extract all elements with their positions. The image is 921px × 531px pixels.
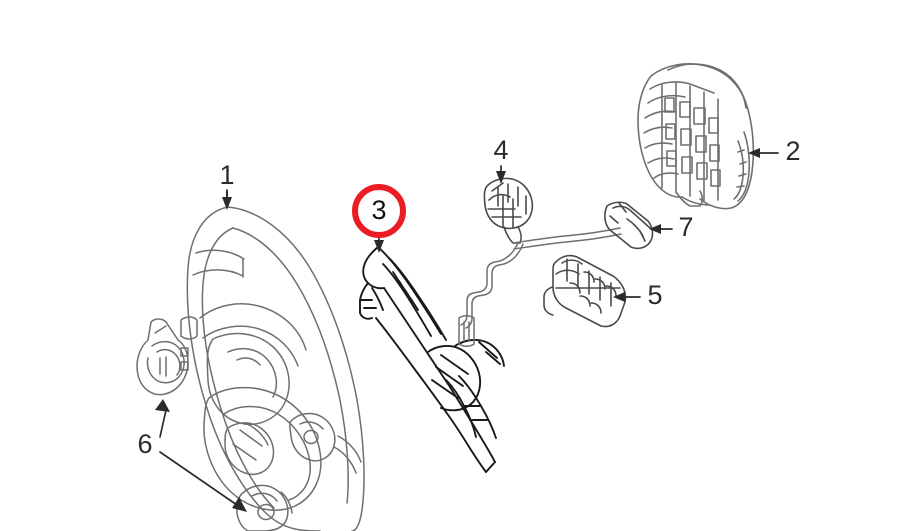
part-wiring-harness-bracket xyxy=(483,177,534,244)
part-retaining-clip-upper xyxy=(136,318,189,396)
part-control-switch-module-right xyxy=(543,254,627,328)
wiring-harness xyxy=(458,227,622,347)
highlight-ring-part-3 xyxy=(352,184,406,238)
callout-number-7: 7 xyxy=(678,212,693,242)
part-shift-paddle-assembly xyxy=(359,246,505,473)
callout-number-3: 3 xyxy=(371,195,386,225)
part-steering-wheel-rim xyxy=(180,206,365,531)
callout-number-2: 2 xyxy=(785,136,800,166)
part-retaining-clip-lower xyxy=(236,484,293,531)
callout-leaders xyxy=(155,148,779,512)
callout-number-5: 5 xyxy=(647,280,662,310)
callout-number-6: 6 xyxy=(137,429,152,459)
part-harness-connector xyxy=(604,201,654,250)
leader-6-lower xyxy=(159,451,238,506)
callout-number-1: 1 xyxy=(219,160,234,190)
callout-number-4: 4 xyxy=(493,135,508,165)
part-airbag-module-cover xyxy=(637,63,755,210)
leader-6-upper xyxy=(159,409,167,438)
